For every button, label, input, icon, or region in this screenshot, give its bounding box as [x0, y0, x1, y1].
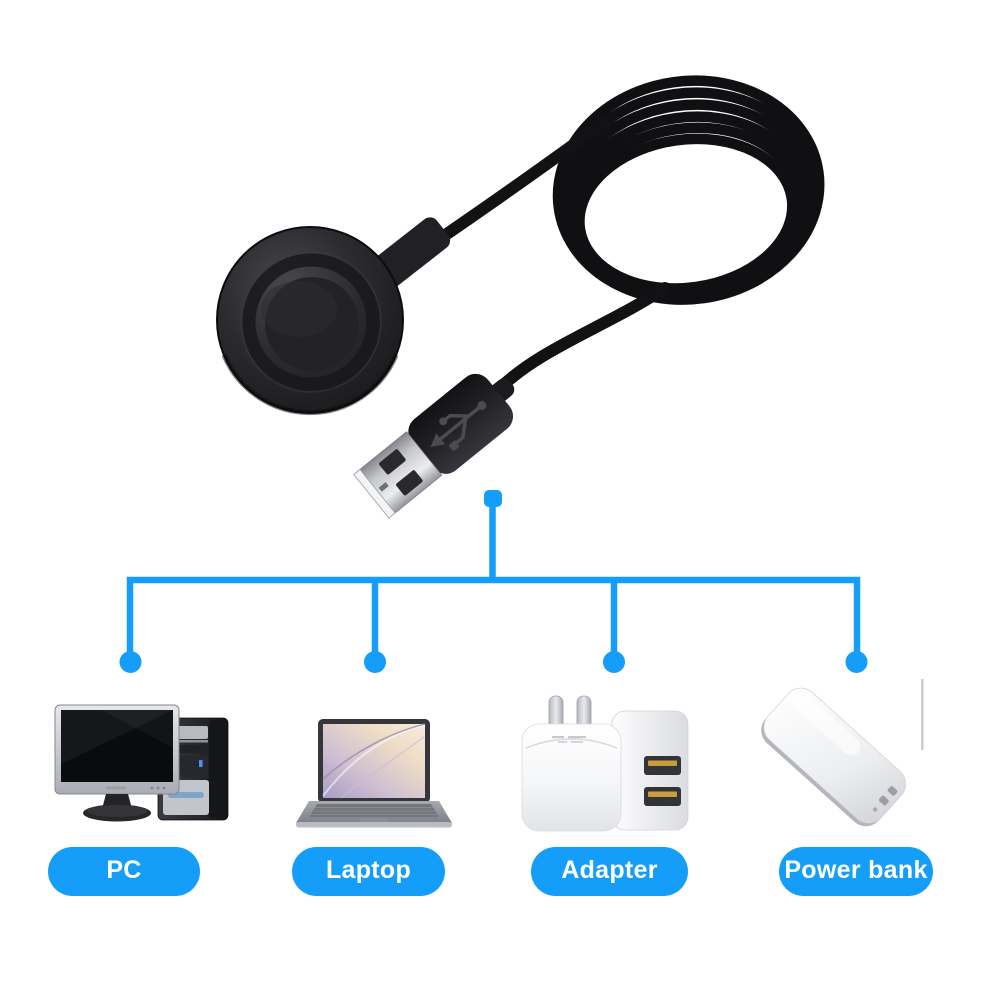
pc-label: PC: [106, 856, 142, 884]
desktop-pc-icon: [54, 704, 229, 822]
coiled-usb-cable-icon: [552, 75, 825, 305]
cable-segment-dock-to-coil: [435, 112, 616, 244]
label-pill-power-bank: Power bank: [779, 847, 933, 896]
label-pill-pc: PC: [48, 847, 200, 896]
connector-tree: [119, 490, 868, 673]
thin-line-artifact: [921, 679, 924, 750]
magnetic-charging-dock-icon: [216, 226, 404, 416]
connector-endpoint-power-bank: [845, 651, 868, 673]
power-bank-label: Power bank: [784, 856, 928, 884]
charger-cable-illustration: [216, 75, 825, 519]
usb-a-plug-icon: [353, 373, 515, 519]
adapter-label: Adapter: [561, 856, 658, 884]
connector-source-node: [484, 490, 502, 507]
connector-endpoint-adapter: [603, 651, 625, 673]
usb-port-icon: [644, 787, 681, 806]
label-pill-laptop: Laptop: [292, 847, 445, 896]
usb-port-icon: [644, 756, 681, 775]
laptop-icon: [296, 719, 452, 828]
usb-trident-icon: [437, 404, 483, 445]
wall-adapter-icon: [521, 695, 689, 832]
laptop-label: Laptop: [325, 856, 412, 884]
label-pill-adapter: Adapter: [531, 847, 688, 896]
connector-endpoint-laptop: [364, 651, 386, 673]
power-bank-icon: [761, 679, 924, 827]
connector-endpoint-pc: [119, 651, 142, 673]
cable-segment-coil-to-plug: [494, 282, 671, 394]
